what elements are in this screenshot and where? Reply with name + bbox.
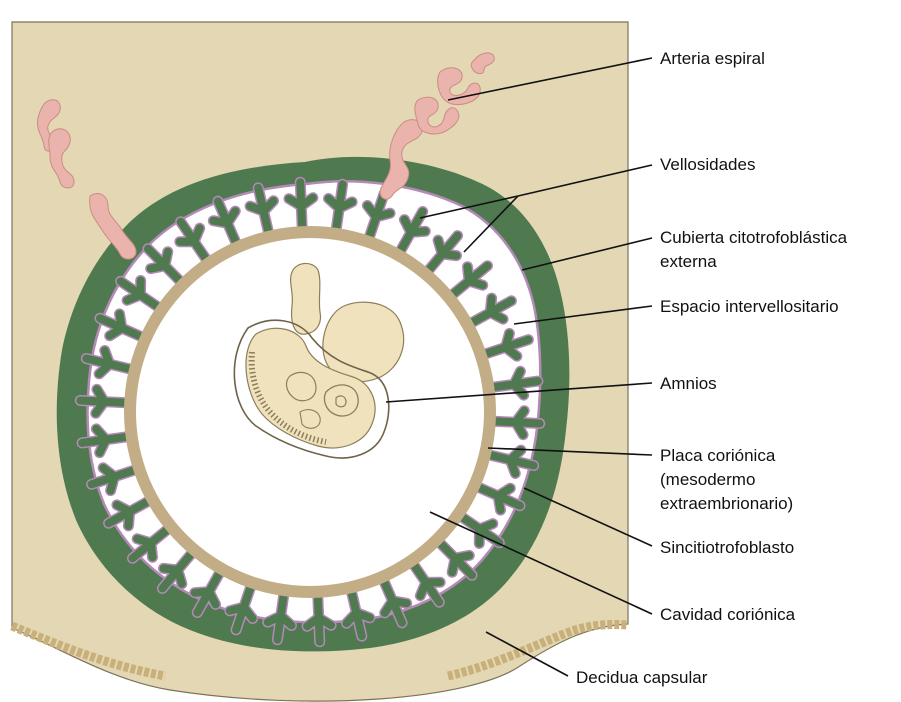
label-arteria-espiral: Arteria espiral: [660, 49, 765, 68]
label-placa-line2: (mesodermo: [660, 470, 755, 489]
label-placa-line3: extraembrionario): [660, 494, 793, 513]
label-vellosidades: Vellosidades: [660, 155, 755, 174]
label-sincitio: Sincitiotrofoblasto: [660, 538, 794, 557]
label-espacio: Espacio intervellositario: [660, 297, 839, 316]
label-decidua: Decidua capsular: [576, 668, 708, 687]
label-cubierta-line1: Cubierta citotrofoblástica: [660, 228, 848, 247]
label-placa-line1: Placa coriónica: [660, 446, 776, 465]
label-amnios: Amnios: [660, 374, 717, 393]
label-cubierta-line2: externa: [660, 252, 717, 271]
label-cavidad: Cavidad coriónica: [660, 605, 796, 624]
